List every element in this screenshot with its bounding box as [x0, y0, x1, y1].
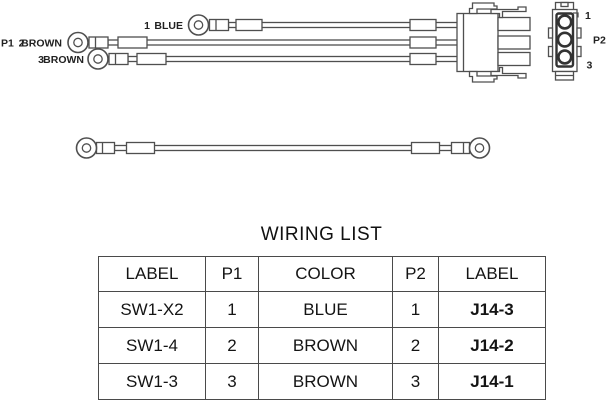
connector-side-view — [456, 2, 531, 83]
pin-cavity — [557, 14, 573, 30]
latch-arm — [490, 66, 527, 79]
wire3-pin-label: 3 — [38, 54, 44, 66]
wire2-color-label: BROWN — [21, 38, 62, 50]
ring-terminal-icon — [468, 137, 491, 159]
latch-arm — [490, 6, 527, 19]
cell-p1-pin: 3 — [205, 363, 259, 400]
splice-ferrule — [410, 141, 441, 155]
cell-label-p2: J14-3 — [438, 291, 546, 328]
wire3-color-label: BROWN — [43, 54, 84, 66]
splice-ferrule — [409, 36, 437, 49]
cell-label-p2: J14-1 — [438, 363, 546, 400]
cell-p2-pin: 3 — [392, 363, 439, 400]
col-header-color: COLOR — [258, 256, 393, 292]
p1-connector-label: P1 — [1, 38, 14, 50]
splice-ferrule — [409, 52, 437, 66]
table-header-row: LABEL P1 COLOR P2 LABEL — [98, 256, 546, 292]
crimp-barrel — [108, 52, 129, 66]
splice-ferrule — [235, 18, 263, 32]
wire1-pin-label: 1 — [144, 20, 150, 32]
cell-color: BROWN — [258, 363, 393, 400]
cell-p2-pin: 1 — [392, 291, 439, 328]
p2-connector-label: P2 — [593, 35, 606, 47]
ring-terminal-icon — [87, 48, 109, 70]
splice-ferrule — [409, 18, 437, 32]
wiring-list-table: LABEL P1 COLOR P2 LABEL SW1-X2 1 BLUE 1 … — [98, 256, 546, 400]
crimp-barrel — [95, 141, 116, 155]
cell-color: BLUE — [258, 291, 393, 328]
pin-cavity — [557, 49, 573, 65]
col-header-label-p2: LABEL — [438, 256, 546, 292]
cell-label-p2: J14-2 — [438, 327, 546, 364]
mounting-ear — [547, 45, 554, 58]
pin-cavity — [556, 31, 573, 48]
crimp-barrel — [450, 141, 471, 155]
cell-p1-pin: 1 — [205, 291, 259, 328]
cell-color: BROWN — [258, 327, 393, 364]
connector-pin3-label: 3 — [587, 60, 593, 72]
ring-terminal-icon — [67, 31, 89, 54]
latch-tab — [468, 2, 498, 15]
table-row: SW1-4 2 BROWN 2 J14-2 — [98, 327, 546, 364]
mounting-ear — [576, 27, 582, 39]
ring-terminal-icon — [187, 14, 210, 36]
wire-brown-2: P1 2 BROWN — [1, 31, 463, 54]
crimp-barrel — [208, 18, 230, 32]
col-header-p2: P2 — [392, 256, 439, 292]
col-header-p1: P1 — [205, 256, 259, 292]
wire-blue: 1 BLUE — [144, 14, 463, 36]
single-wire-diagram — [75, 137, 491, 159]
connector-front-view: 1 P2 3 — [547, 1, 606, 81]
cell-p2-pin: 2 — [392, 327, 439, 364]
splice-ferrule — [117, 36, 148, 49]
connector-pin1-label: 1 — [585, 10, 591, 22]
wire1-color-label: BLUE — [154, 20, 183, 32]
crimp-barrel — [88, 36, 109, 49]
latch-tab — [468, 70, 498, 83]
col-header-label-p1: LABEL — [98, 256, 206, 292]
terminal-pin — [497, 51, 531, 67]
cell-label-p1: SW1-3 — [98, 363, 206, 400]
terminal-pin — [497, 35, 531, 50]
cell-label-p1: SW1-4 — [98, 327, 206, 364]
cell-p1-pin: 2 — [205, 327, 259, 364]
splice-ferrule — [125, 141, 156, 155]
harness-diagram: 1 BLUE P1 2 BROWN — [1, 1, 606, 159]
wire-brown-3: 3 BROWN — [38, 48, 463, 70]
table-row: SW1-3 3 BROWN 3 J14-1 — [98, 363, 546, 400]
wiring-list-title: WIRING LIST — [260, 224, 383, 245]
splice-ferrule — [136, 52, 167, 66]
mounting-ear — [576, 45, 582, 58]
ring-terminal-icon — [75, 137, 98, 159]
table-row: SW1-X2 1 BLUE 1 J14-3 — [98, 291, 546, 328]
cell-label-p1: SW1-X2 — [98, 291, 206, 328]
mounting-ear — [547, 27, 554, 39]
wire2-pin-label: 2 — [19, 38, 25, 50]
terminal-pin — [497, 16, 531, 32]
keying-hook — [573, 12, 579, 18]
